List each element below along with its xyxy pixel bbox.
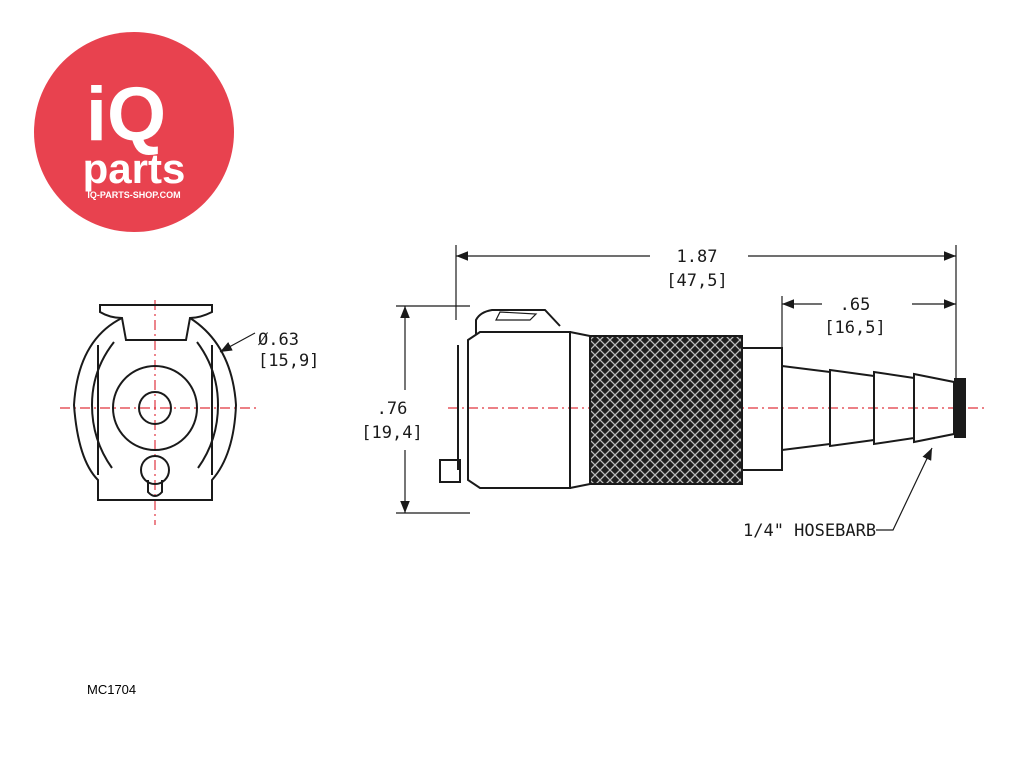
part-number: MC1704 xyxy=(87,682,136,697)
barb-length-mm: [16,5] xyxy=(824,318,885,338)
logo-iq-text: iQ xyxy=(86,72,166,157)
coupling-bottom-tab xyxy=(439,459,461,483)
hose-barb-tip xyxy=(954,378,966,438)
coupling-rear-line xyxy=(569,331,591,337)
hosebarb-leader xyxy=(876,447,933,531)
diameter-inch-label: Ø.63 xyxy=(258,330,299,350)
coupling-top-latch xyxy=(475,309,561,335)
diameter-leader xyxy=(219,332,256,353)
coupling-body xyxy=(467,331,571,489)
front-outer-body xyxy=(72,317,238,501)
height-inch: .76 xyxy=(377,399,408,419)
front-left-wing xyxy=(90,341,115,469)
knurled-sleeve xyxy=(589,335,743,485)
front-top-flange xyxy=(99,304,213,341)
front-inner-ring xyxy=(138,391,172,425)
front-outer-ring xyxy=(112,365,198,451)
coupling-latch-detail xyxy=(495,311,538,321)
front-right-wing xyxy=(196,341,220,469)
hosebarb-label: 1/4" HOSEBARB xyxy=(743,521,876,541)
barb-length-inch: .65 xyxy=(840,295,871,315)
side-view: 1.87 [47,5] .65 [16,5] .76 [19,4] 1/4" H… xyxy=(361,245,985,541)
front-view: Ø.63 [15,9] xyxy=(60,300,319,525)
barb-neck xyxy=(741,347,783,471)
coupling-rear-line-bottom xyxy=(569,483,591,489)
logo-circle xyxy=(34,32,234,232)
logo-parts-text: parts xyxy=(83,145,186,192)
front-latch-button xyxy=(140,455,170,485)
overall-length-mm: [47,5] xyxy=(666,271,727,291)
front-latch-pin xyxy=(147,480,163,497)
brand-logo: iQ parts IQ-PARTS-SHOP.COM xyxy=(34,32,234,232)
height-mm: [19,4] xyxy=(361,423,422,443)
overall-length-inch: 1.87 xyxy=(677,247,718,267)
diameter-mm-label: [15,9] xyxy=(258,351,319,371)
logo-url-text: IQ-PARTS-SHOP.COM xyxy=(87,190,180,200)
